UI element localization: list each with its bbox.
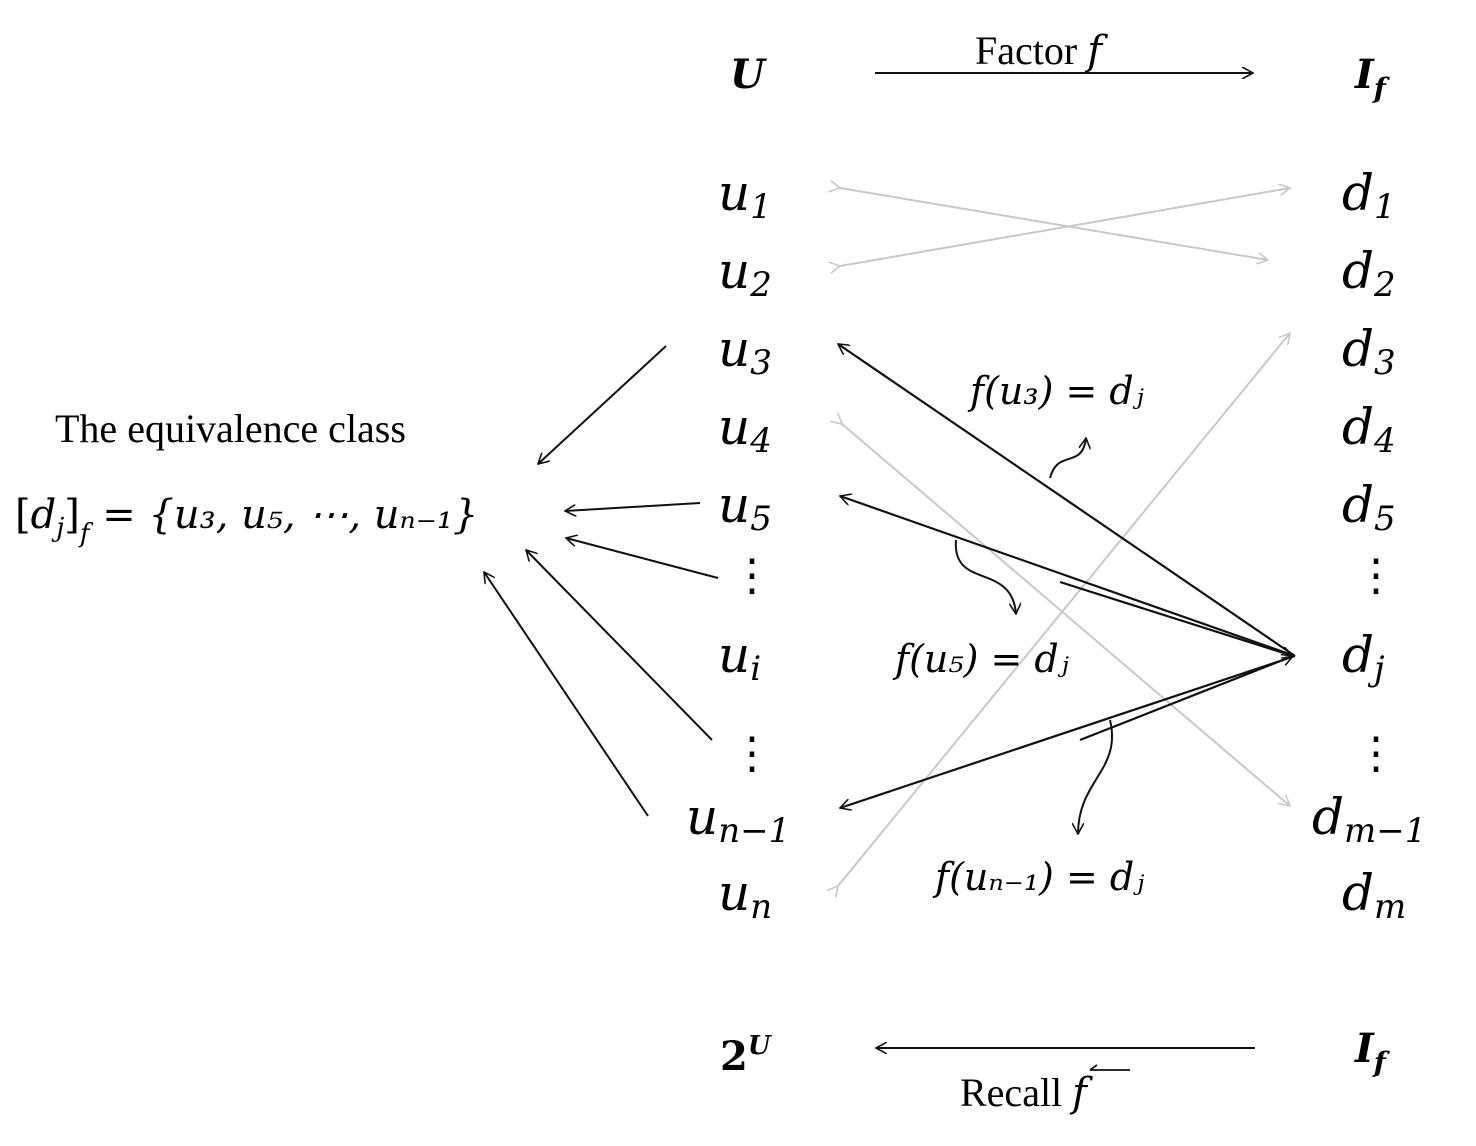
d-item-4: d4 — [1342, 398, 1396, 461]
arrow-un1-dj — [1079, 656, 1293, 742]
eq-arrow-dots2 — [526, 550, 713, 741]
eq-arrow-dots1 — [566, 538, 719, 579]
d-item-1: d1 — [1342, 164, 1396, 227]
faint-arrows — [838, 188, 1290, 886]
arrow-dj-u5 — [840, 496, 1296, 658]
d-column: d1 d2 d3 d4 d5 ⋮ dj ⋮ dm−1 dm — [1312, 164, 1426, 927]
label-f-un1: f(uₙ₋₁) = dⱼ — [932, 855, 1144, 899]
u-item-2: u2 — [718, 242, 772, 305]
u-item-1: u1 — [718, 164, 772, 227]
label-f-u3: f(u₃) = dⱼ — [967, 369, 1144, 413]
u-item-8: ⋮ — [730, 728, 774, 779]
u-item-5: u5 — [718, 476, 772, 539]
faint-arrow-u2-d1 — [840, 188, 1290, 266]
callout-squiggles — [954, 438, 1113, 834]
d-item-10: dm — [1342, 864, 1406, 927]
power-set-label: 2U — [720, 1031, 772, 1080]
eq-arrow-u5 — [565, 502, 701, 511]
eq-arrow-u3 — [538, 345, 667, 464]
d-item-5: d5 — [1342, 476, 1396, 539]
recall-label: Recall f — [960, 1070, 1093, 1116]
equivalence-heading: The equivalence class — [55, 406, 406, 451]
label-f-u5: f(u₅) = dⱼ — [892, 637, 1069, 681]
faint-arrow-un-d3 — [838, 333, 1290, 886]
d-item-9: dm−1 — [1312, 788, 1426, 851]
arrow-dj-u3 — [838, 344, 1296, 657]
d-item-6: ⋮ — [1354, 550, 1398, 601]
d-item-7: dj — [1342, 626, 1385, 689]
set-if-bottom-label: If — [1354, 1025, 1391, 1079]
u-item-7: ui — [718, 626, 761, 689]
recall-overarrow — [1089, 1064, 1130, 1071]
faint-arrow-u4-dm1 — [842, 424, 1290, 806]
d-item-8: ⋮ — [1354, 728, 1398, 779]
set-u-label: U — [730, 51, 767, 98]
factor-label: Factor f — [975, 28, 1108, 74]
u-item-4: u4 — [718, 398, 772, 461]
squiggle-u3 — [1049, 438, 1086, 479]
dark-arrows — [838, 344, 1296, 808]
arrow-u5-dj — [1059, 580, 1293, 656]
arrow-dj-un1 — [840, 654, 1296, 808]
squiggle-u5 — [954, 539, 1016, 614]
u-item-9: un−1 — [686, 788, 790, 851]
equivalence-formula: [dj]f = {u₃, u₅, ⋯, uₙ₋₁} — [15, 492, 478, 549]
squiggle-un1 — [1078, 719, 1113, 834]
set-if-label: If — [1354, 51, 1391, 105]
d-item-3: d3 — [1342, 320, 1396, 383]
d-item-2: d2 — [1342, 242, 1396, 305]
eq-arrow-un1 — [484, 572, 649, 817]
u-column: u1 u2 u3 u4 u5 ⋮ ui ⋮ un−1 un — [686, 164, 790, 927]
u-item-10: un — [718, 864, 772, 927]
u-item-3: u3 — [718, 320, 772, 383]
faint-arrow-u1-d2 — [840, 188, 1268, 260]
equivalence-arrows — [484, 345, 719, 817]
u-item-6: ⋮ — [730, 550, 774, 601]
